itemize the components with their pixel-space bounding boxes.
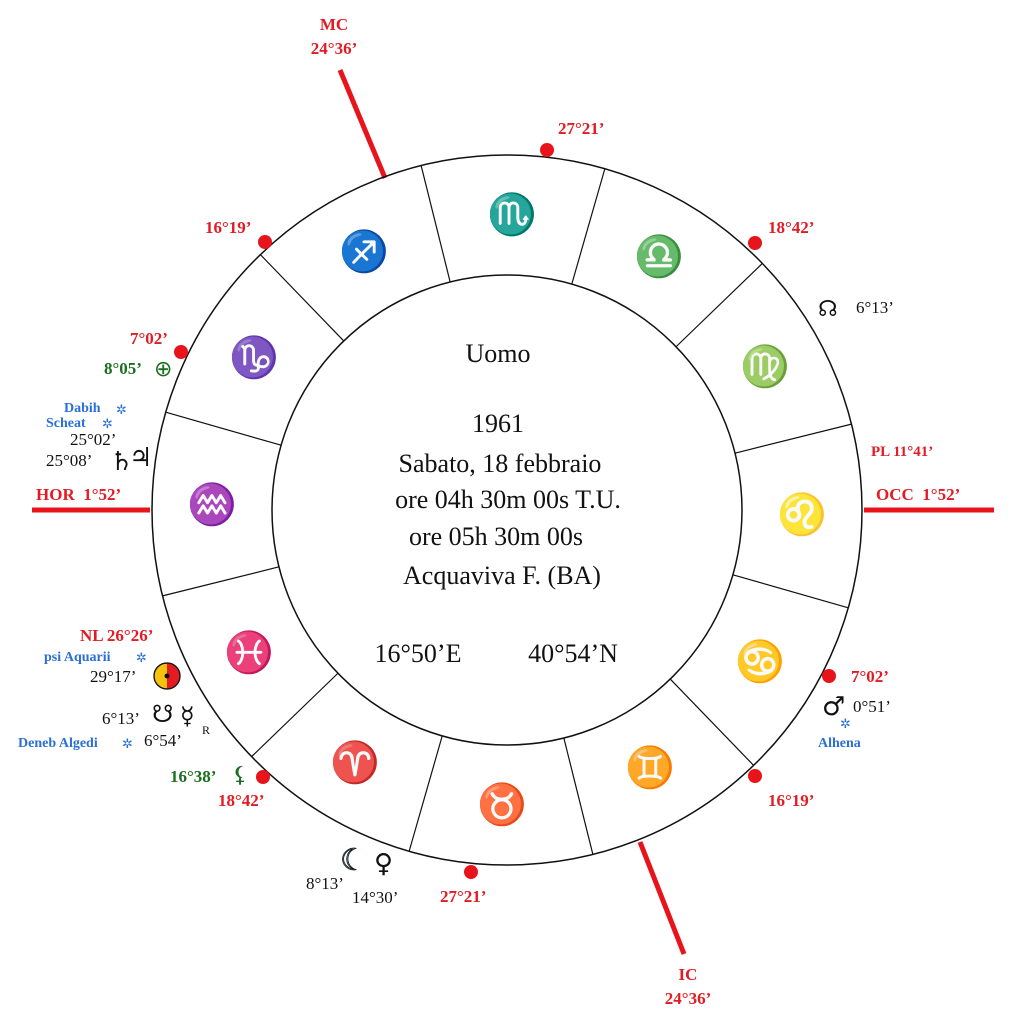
star-icon: ✲ bbox=[840, 717, 851, 732]
star-dabih: Dabih bbox=[64, 401, 101, 416]
saturn-icon: ♄ bbox=[110, 447, 133, 477]
latitude: 40°54’N bbox=[528, 639, 618, 668]
sign-divider bbox=[251, 672, 339, 758]
sign-aries-icon: ♈ bbox=[330, 739, 380, 786]
earth-degree: 8°05’ bbox=[104, 359, 142, 378]
sign-sagittarius-icon: ♐ bbox=[339, 228, 389, 275]
north-node-degree: 6°13’ bbox=[856, 298, 894, 317]
cusp-degree-top-right: 27°21’ bbox=[558, 119, 604, 138]
outer-ring bbox=[151, 154, 863, 866]
sign-divider bbox=[734, 423, 852, 454]
cusp-dot-right-lower bbox=[822, 669, 836, 683]
sign-divider bbox=[732, 574, 849, 609]
mercury-degree: 6°54’ bbox=[144, 731, 182, 750]
hor-label: HOR 1°52’ bbox=[36, 485, 121, 504]
occ-label: OCC 1°52’ bbox=[876, 485, 960, 504]
cusp-degree-bottom-right: 16°19’ bbox=[768, 791, 814, 810]
star-alhena: Alhena bbox=[818, 736, 861, 751]
sun-icon bbox=[153, 662, 181, 690]
sign-divider bbox=[259, 254, 345, 342]
mc-label: MC bbox=[320, 15, 348, 34]
cusp-degree-right-upper: 18°42’ bbox=[768, 218, 814, 237]
star-icon: ✲ bbox=[102, 417, 113, 432]
ic-degree: 24°36’ bbox=[665, 989, 711, 1008]
birth-time-local: ore 05h 30m 00s bbox=[409, 522, 583, 551]
cusp-dot-top-right bbox=[540, 143, 554, 157]
jupiter-icon: ♃ bbox=[129, 443, 152, 473]
mercury-retrograde: R bbox=[202, 723, 210, 737]
north-node-icon: ☊ bbox=[818, 297, 838, 322]
cusp-degree-bottom-left: 18°42’ bbox=[218, 791, 264, 810]
jupiter-degree: 25°02’ bbox=[70, 430, 116, 449]
sign-leo-icon: ♌ bbox=[777, 491, 827, 538]
sign-divider bbox=[408, 735, 443, 852]
sign-divider bbox=[420, 165, 451, 283]
venus-icon: ♀ bbox=[374, 849, 393, 879]
cusp-dot-top-left bbox=[258, 235, 272, 249]
pl-label: PL 11°41’ bbox=[871, 444, 933, 460]
nl-label: NL 26°26’ bbox=[80, 626, 153, 645]
sign-divider bbox=[563, 737, 594, 855]
ic-label: IC bbox=[679, 965, 698, 984]
birth-time-ut: ore 04h 30m 00s T.U. bbox=[395, 485, 621, 514]
lilith-degree: 16°38’ bbox=[170, 767, 216, 786]
cusp-degree-right-lower: 7°02’ bbox=[851, 667, 889, 686]
star-icon: ✲ bbox=[116, 403, 127, 418]
sign-capricorn-icon: ♑ bbox=[229, 334, 279, 381]
cusp-degree-bottom: 27°21’ bbox=[440, 887, 486, 906]
birth-year: 1961 bbox=[472, 409, 524, 438]
lilith-icon: ⚸ bbox=[232, 763, 248, 788]
sign-aquarius-icon: ♒ bbox=[187, 481, 237, 528]
star-icon: ✲ bbox=[136, 651, 147, 666]
star-scheat: Scheat bbox=[46, 416, 86, 431]
sign-divider bbox=[162, 566, 280, 597]
sign-gemini-icon: ♊ bbox=[625, 744, 675, 791]
sign-taurus-icon: ♉ bbox=[477, 781, 527, 828]
sign-scorpio-icon: ♏ bbox=[487, 191, 537, 238]
sign-divider bbox=[669, 678, 755, 766]
moon-degree: 8°13’ bbox=[306, 874, 344, 893]
mercury-icon: ☿ bbox=[180, 702, 195, 730]
sign-divider bbox=[675, 262, 763, 348]
inner-ring bbox=[271, 274, 743, 746]
sign-cancer-icon: ♋ bbox=[735, 638, 785, 685]
venus-degree: 14°30’ bbox=[352, 888, 398, 907]
sign-libra-icon: ♎ bbox=[634, 233, 684, 280]
earth-icon: ⊕ bbox=[154, 357, 172, 382]
mc-degree: 24°36’ bbox=[311, 39, 357, 58]
birth-place: Acquaviva F. (BA) bbox=[403, 561, 601, 590]
chart-name: Uomo bbox=[466, 339, 531, 368]
sign-virgo-icon: ♍ bbox=[740, 343, 790, 390]
south-node-degree: 6°13’ bbox=[102, 709, 140, 728]
sun-degree: 29°17’ bbox=[90, 667, 136, 686]
mc-axis-line bbox=[337, 69, 388, 179]
longitude: 16°50’E bbox=[375, 639, 462, 668]
star-icon: ✲ bbox=[122, 737, 133, 752]
saturn-degree: 25°08’ bbox=[46, 451, 92, 470]
mars-icon: ♂ bbox=[822, 692, 845, 722]
sign-pisces-icon: ♓ bbox=[224, 629, 274, 676]
sign-dividers bbox=[162, 165, 852, 855]
cusp-dot-bottom-right bbox=[748, 769, 762, 783]
sign-glyphs: ♏ ♎ ♍ ♌ ♋ ♊ ♉ ♈ ♓ ♒ ♑ ♐ bbox=[187, 191, 827, 828]
mars-degree: 0°51’ bbox=[853, 697, 891, 716]
ic-axis-line bbox=[637, 841, 687, 955]
star-deneb-algedi: Deneb Algedi bbox=[18, 736, 98, 751]
sign-divider bbox=[165, 411, 282, 446]
star-psi-aquarii: psi Aquarii bbox=[44, 650, 111, 665]
moon-icon: ☾ bbox=[340, 843, 367, 878]
sign-divider bbox=[571, 168, 606, 285]
cusp-dot-left-upper bbox=[174, 345, 188, 359]
birth-date: Sabato, 18 febbraio bbox=[399, 449, 602, 478]
cusp-degree-left-upper: 7°02’ bbox=[130, 329, 168, 348]
cusp-degree-top-left: 16°19’ bbox=[205, 218, 251, 237]
cusp-dot-right-upper bbox=[748, 236, 762, 250]
cusp-dot-bottom-left bbox=[256, 770, 270, 784]
south-node-icon: ☋ bbox=[152, 700, 173, 728]
cusp-dot-bottom bbox=[464, 865, 478, 879]
